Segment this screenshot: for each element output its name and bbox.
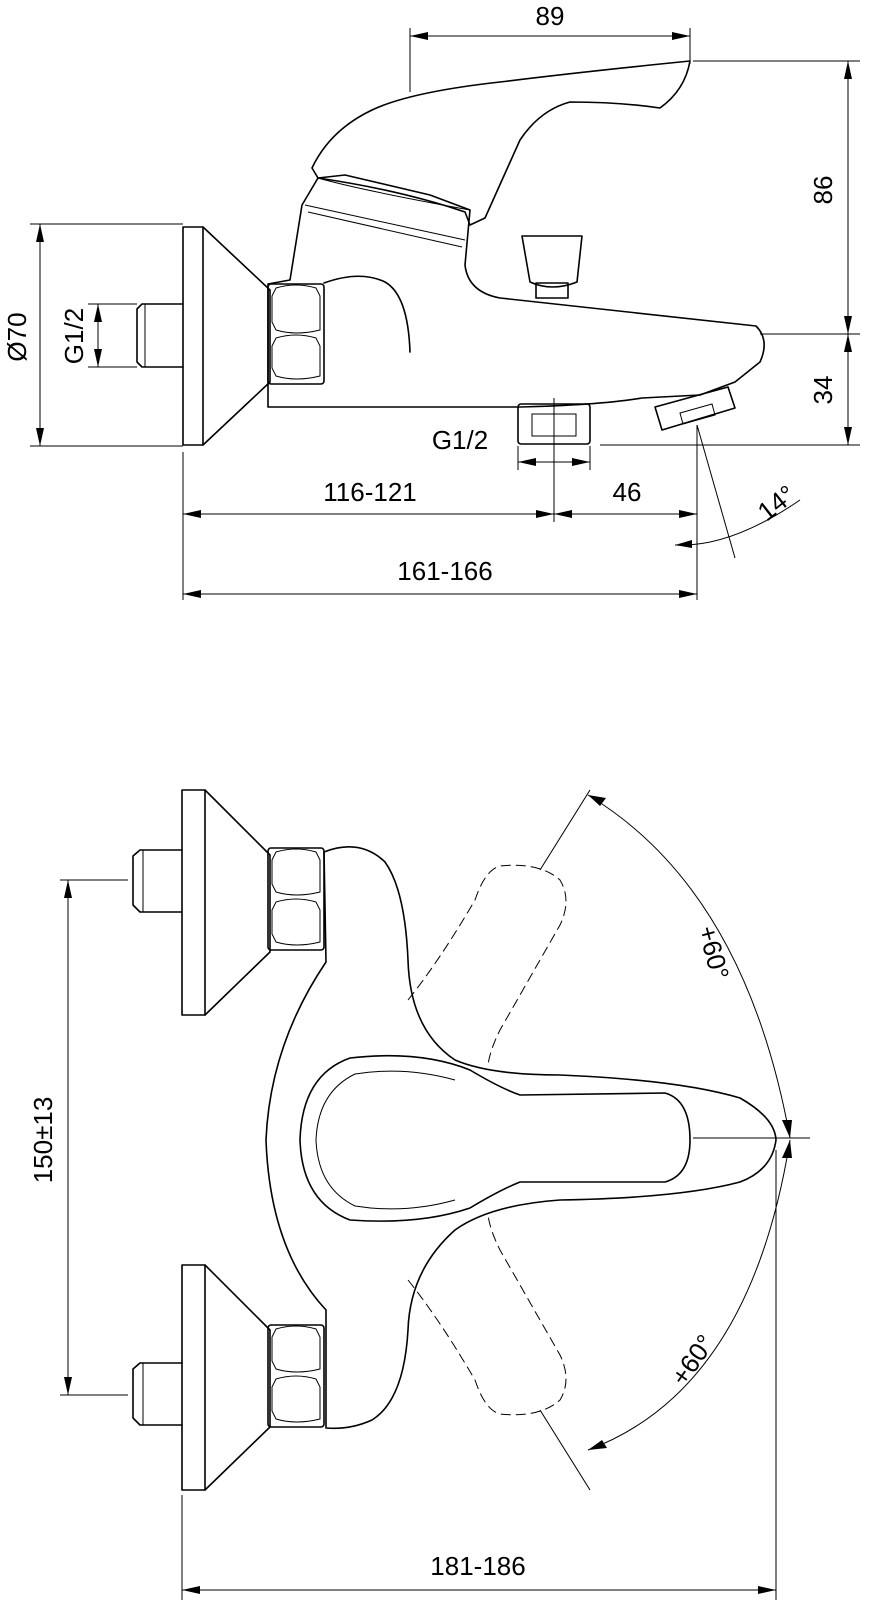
side-view: 89 86 34 Ø70 G1/2 G1/2 116-121 46 161-16… (2, 1, 860, 600)
dim-inlet-thread: G1/2 (59, 308, 89, 364)
dim-top-width: 89 (536, 1, 565, 31)
top-view: 150±13 +60° +60° 181-186 (28, 789, 810, 1600)
top-lower-hex-nut (267, 1324, 325, 1428)
dim-flange-diameter: Ø70 (2, 312, 32, 361)
side-dimension-texts: 89 86 34 Ø70 G1/2 G1/2 116-121 46 161-16… (2, 1, 838, 586)
dim-wall-to-spout: 161-166 (397, 556, 492, 586)
dim-outlet-to-spout: 46 (613, 477, 642, 507)
side-lever-handle (311, 60, 691, 226)
dim-total-depth: 181-186 (430, 1551, 525, 1581)
top-mixer-body (265, 846, 777, 1430)
side-hex-nut (267, 283, 325, 385)
side-diverter-knob (521, 235, 583, 299)
top-lower-flange (132, 1264, 271, 1491)
dim-height-lever: 86 (808, 176, 838, 205)
side-inlet-stub (136, 303, 184, 368)
top-dimension-lines (60, 789, 810, 1600)
dim-wall-to-outlet: 116-121 (323, 477, 417, 507)
side-spout-aerator (654, 386, 736, 431)
side-wall-flange (182, 226, 271, 446)
side-mixer-body (267, 174, 765, 408)
top-dimension-texts: 150±13 +60° +60° 181-186 (28, 922, 735, 1581)
dim-lever-angle-up: +60° (692, 922, 735, 982)
side-dimension-lines (30, 28, 860, 600)
top-upper-flange (132, 789, 271, 1016)
dim-spout-height: 34 (808, 376, 838, 405)
dim-lever-angle-down: +60° (665, 1329, 721, 1391)
top-upper-hex-nut (267, 847, 325, 951)
top-lever-alt-positions (407, 864, 567, 1416)
dim-inlet-spacing: 150±13 (28, 1097, 58, 1184)
dim-outlet-thread: G1/2 (432, 425, 488, 455)
dim-spout-angle: 14° (752, 479, 801, 527)
